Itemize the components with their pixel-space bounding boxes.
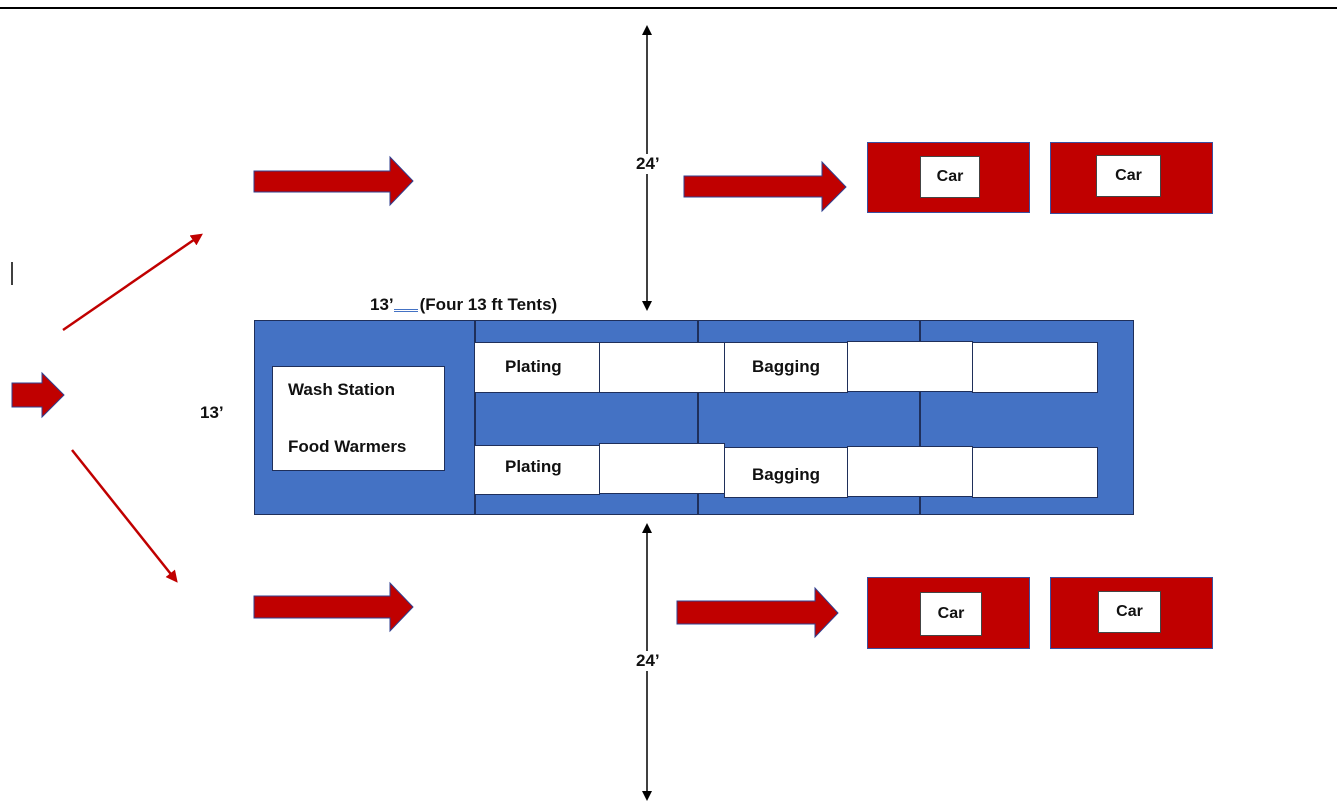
wash-station-box: Wash Station Food Warmers: [272, 366, 445, 471]
car-upper-left: Car: [867, 142, 1030, 213]
table-empty-top-3: [972, 342, 1098, 393]
dimension-label-top: 24’: [634, 154, 662, 174]
table-bagging-top: Bagging: [724, 342, 848, 393]
table-plating-top: Plating: [474, 342, 600, 393]
diagonal-arrow-up: [62, 233, 203, 332]
food-warmers-label: Food Warmers: [288, 437, 407, 456]
tent-divider-3: [919, 321, 921, 514]
car-label: Car: [1098, 591, 1161, 633]
table-bagging-bottom: Bagging: [724, 447, 848, 498]
dimension-label-bottom: 24’: [634, 651, 662, 671]
table-label: Plating: [505, 457, 562, 476]
block-arrow-upper-cars: [683, 160, 847, 213]
dimension-label-side: 13’: [200, 403, 224, 422]
car-lower-right: Car: [1050, 577, 1213, 649]
table-empty-top-2: [847, 341, 973, 392]
tent-divider-1: [474, 321, 476, 514]
table-empty-bottom-3: [972, 447, 1098, 498]
car-label: Car: [1096, 155, 1161, 197]
width-prefix: 13’: [370, 295, 394, 314]
car-upper-right: Car: [1050, 142, 1213, 214]
table-empty-top-1: [599, 342, 725, 393]
tent-divider-2: [697, 321, 699, 514]
car-label: Car: [920, 156, 980, 198]
table-label: Bagging: [752, 465, 820, 484]
table-label: Plating: [505, 357, 562, 376]
block-arrow-entry: [11, 371, 65, 419]
table-empty-bottom-1: [599, 443, 725, 494]
block-arrow-lower-cars: [676, 586, 839, 639]
top-border-line: [0, 7, 1337, 9]
car-label: Car: [920, 592, 982, 636]
car-lower-left: Car: [867, 577, 1030, 649]
dimension-label-width: 13’ (Four 13 ft Tents): [370, 295, 557, 315]
wash-station-label: Wash Station: [288, 380, 396, 399]
table-empty-bottom-2: [847, 446, 973, 497]
table-label: Bagging: [752, 357, 820, 376]
table-plating-bottom: Plating: [474, 445, 600, 495]
width-underscore: [393, 309, 418, 312]
diagonal-arrow-down: [71, 449, 178, 583]
block-arrow-upper-lane: [253, 155, 414, 207]
width-note: (Four 13 ft Tents): [419, 295, 558, 314]
block-arrow-lower-lane: [253, 581, 414, 633]
